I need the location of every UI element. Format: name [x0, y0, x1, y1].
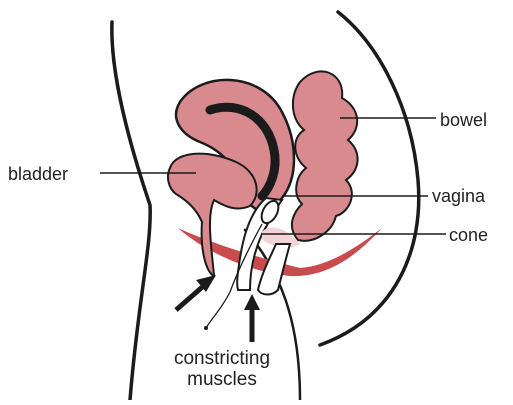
cone-label: cone — [449, 226, 488, 244]
bowel-label: bowel — [440, 111, 487, 129]
constricting-label-line1: constricting — [142, 348, 302, 369]
cone-string-end — [204, 326, 208, 330]
front-body-outline — [112, 22, 150, 400]
bowel — [292, 71, 358, 240]
constricting-muscles-label: constricting muscles — [142, 348, 302, 390]
vagina-label: vagina — [432, 187, 485, 205]
constricting-label-line2: muscles — [142, 369, 302, 390]
bladder-label: bladder — [8, 165, 68, 183]
arrow-right-head — [244, 294, 260, 310]
